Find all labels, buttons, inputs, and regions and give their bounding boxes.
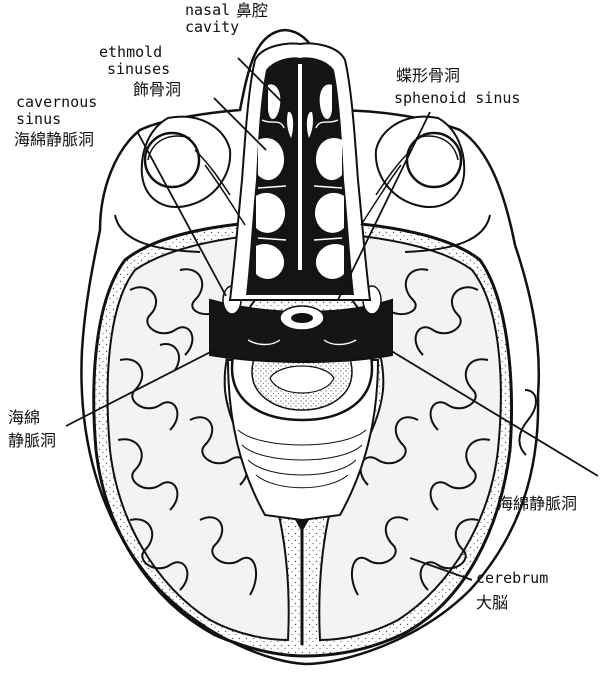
label-cavernous-sinus-left: cavernous sinus [16, 94, 97, 128]
nasal-cavity-en-line2: cavity [185, 19, 295, 36]
label-nasal-cavity-ja: 鼻腔 [236, 1, 268, 20]
cavernous-lower-left-line2: 静脈洞 [8, 431, 56, 450]
label-sphenoid-ja: 蝶形骨洞 [396, 66, 460, 85]
right-ear [519, 390, 536, 455]
label-sphenoid-en: sphenoid sinus [394, 90, 520, 107]
label-cavernous-left-ja: 海綿静脈洞 [14, 130, 94, 149]
label-ethmoid-sinuses: ethmold sinuses [99, 44, 170, 78]
label-cerebrum-ja: 大脳 [476, 593, 508, 612]
label-ethmoid-ja: 飾骨洞 [133, 80, 181, 99]
label-cerebrum-en: cerebrum [476, 570, 548, 587]
cavernous-left-en-line1: cavernous [16, 94, 97, 111]
left-orbit [142, 117, 245, 225]
label-cavernous-lower-left: 海綿 静脈洞 [8, 408, 56, 450]
ethmoid-en-line2: sinuses [99, 61, 170, 78]
cavernous-lower-left-line1: 海綿 [8, 408, 56, 427]
ethmoid-en-line1: ethmold [99, 44, 170, 61]
cavernous-left-en-line2: sinus [16, 111, 97, 128]
label-cavernous-right-ja: 海綿静脈洞 [497, 494, 577, 513]
right-orbit [361, 117, 464, 225]
